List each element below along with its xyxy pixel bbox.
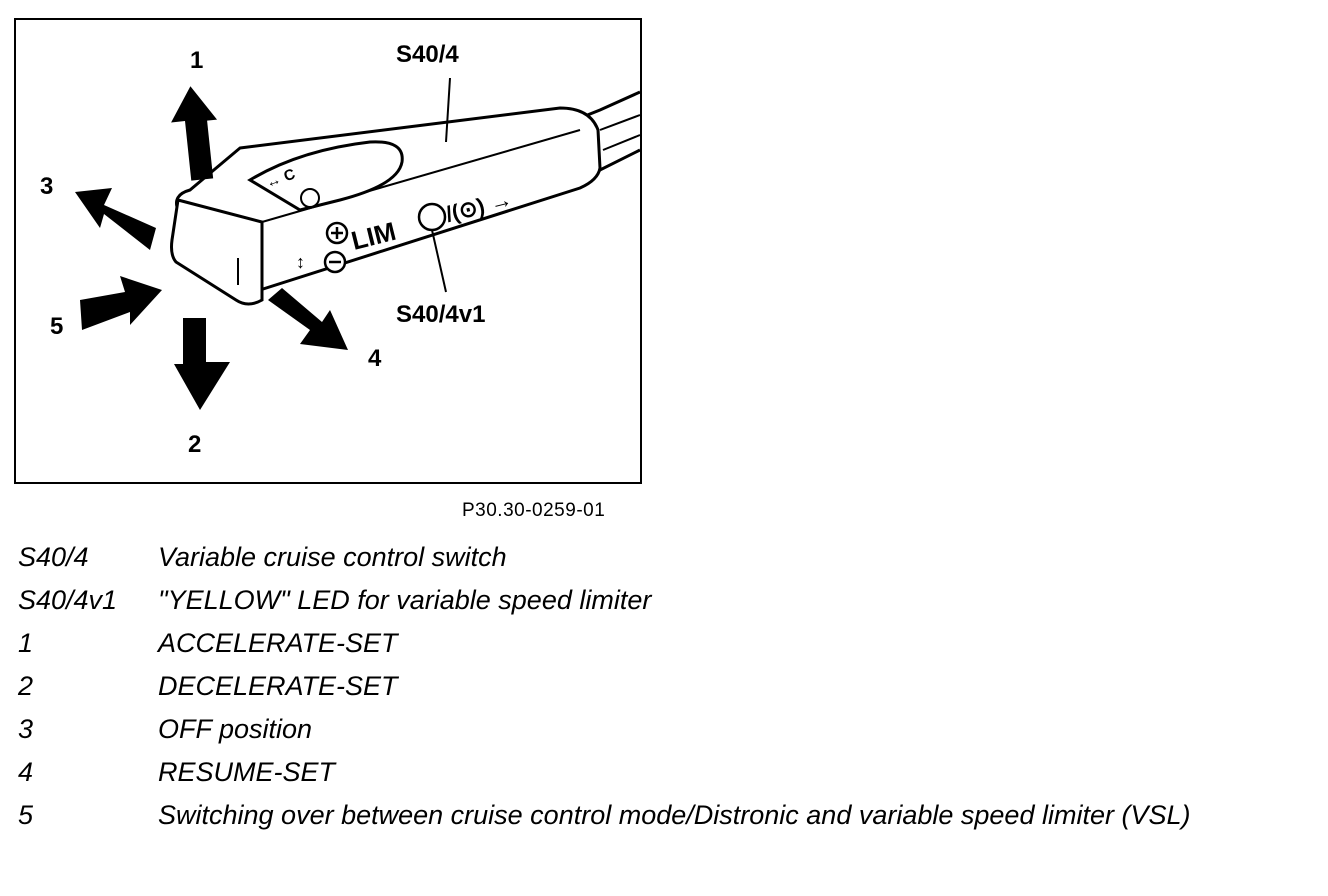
legend-text: OFF position xyxy=(158,714,313,744)
legend-row: 5 Switching over between cruise control … xyxy=(18,794,1318,837)
label-pos2: 2 xyxy=(188,431,201,458)
legend-row: S40/4v1 "YELLOW" LED for variable speed … xyxy=(18,579,1318,622)
label-switch: S40/4 xyxy=(396,41,459,68)
legend-key: 4 xyxy=(18,757,34,787)
arrow-5-right xyxy=(80,276,162,330)
svg-text:↕: ↕ xyxy=(296,252,305,272)
arrow-4-right-down xyxy=(268,288,348,350)
legend-text: DECELERATE-SET xyxy=(158,671,398,701)
legend-key: 2 xyxy=(18,671,34,701)
led-leader-line xyxy=(431,229,447,293)
arrow-3-left xyxy=(75,188,156,250)
legend-text: "YELLOW" LED for variable speed limiter xyxy=(158,585,652,615)
legend-text: RESUME-SET xyxy=(158,757,336,787)
arrow-1-up xyxy=(171,86,218,181)
led-indicator xyxy=(417,202,447,232)
legend-key: 3 xyxy=(18,714,34,744)
legend-text: Switching over between cruise control mo… xyxy=(158,800,1191,830)
legend-row: 4 RESUME-SET xyxy=(18,751,1318,794)
label-pos3: 3 xyxy=(40,173,53,200)
label-led: S40/4v1 xyxy=(396,301,485,328)
switch-leader-line xyxy=(445,77,451,143)
legend: S40/4 Variable cruise control switch S40… xyxy=(18,536,1318,837)
legend-key: 1 xyxy=(18,628,34,658)
label-pos1: 1 xyxy=(190,47,203,74)
legend-key: S40/4v1 xyxy=(18,585,118,615)
label-pos4: 4 xyxy=(368,345,382,372)
legend-row: S40/4 Variable cruise control switch xyxy=(18,536,1318,579)
label-pos5: 5 xyxy=(50,313,63,340)
lever-stalk xyxy=(170,90,641,306)
legend-text: ACCELERATE-SET xyxy=(158,628,398,658)
legend-row: 1 ACCELERATE-SET xyxy=(18,622,1318,665)
legend-row: 3 OFF position xyxy=(18,708,1318,751)
legend-text: Variable cruise control switch xyxy=(158,542,507,572)
cruise-control-lever-illustration: ↔ C ↕ LIM /(⊙) → 1 2 3 4 5 S40/4 S40/4v1 xyxy=(40,41,641,458)
figure-code: P30.30-0259-01 xyxy=(462,500,606,521)
legend-key: S40/4 xyxy=(18,542,89,572)
legend-key: 5 xyxy=(18,800,34,830)
arrow-2-down xyxy=(174,318,230,410)
legend-row: 2 DECELERATE-SET xyxy=(18,665,1318,708)
stalk-top-button: ↔ C xyxy=(247,140,404,212)
